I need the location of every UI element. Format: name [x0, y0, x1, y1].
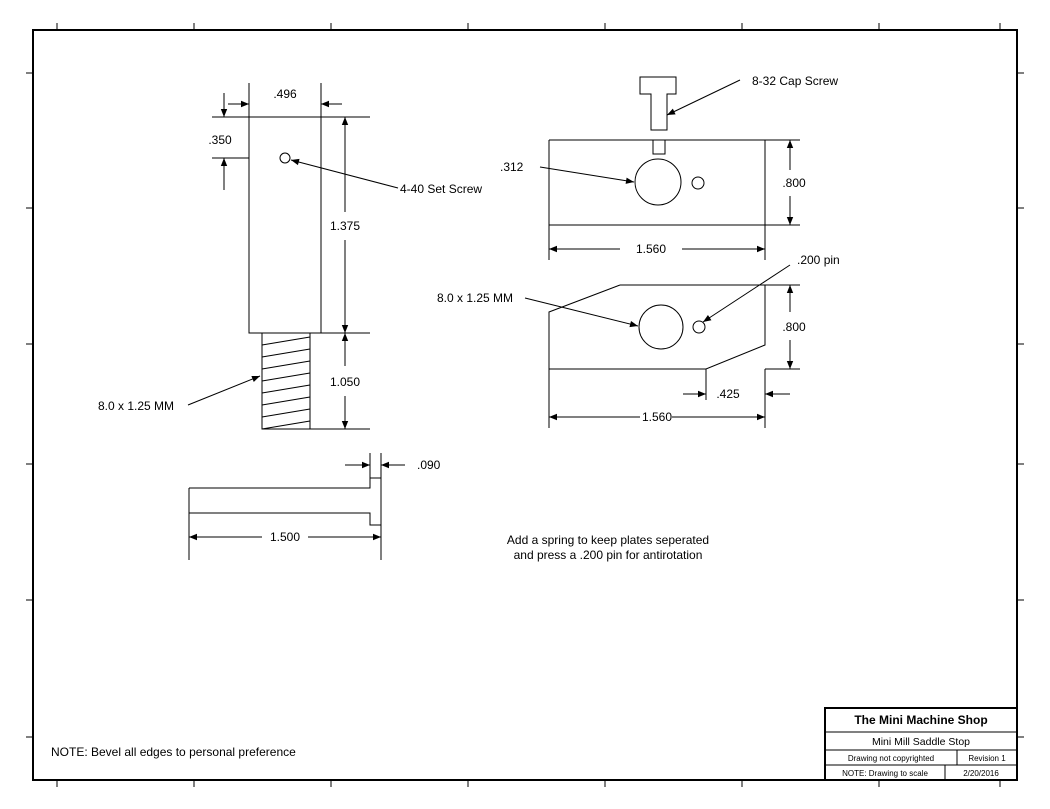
pin-label: .200 pin [797, 253, 840, 267]
part-name: Mini Mill Saddle Stop [872, 736, 970, 748]
scale-note: NOTE: Drawing to scale [842, 769, 928, 778]
drawing-frame [26, 23, 1024, 787]
company-name: The Mini Machine Shop [854, 713, 987, 727]
dim-width: 1.560 [642, 410, 672, 424]
dim-hole-offset: .350 [208, 133, 232, 147]
set-screw-label: 4-40 Set Screw [400, 182, 482, 196]
dim-flange: .090 [417, 458, 441, 472]
title-block: The Mini Machine Shop Mini Mill Saddle S… [824, 707, 1018, 781]
copyright-note: Drawing not copyrighted [848, 754, 934, 763]
side-view-part: .090 1.500 [188, 453, 441, 560]
dim-width: .496 [273, 87, 297, 101]
dim-upper-length: 1.375 [330, 219, 360, 233]
cap-screw-label: 8-32 Cap Screw [752, 74, 838, 88]
upper-plate: 8-32 Cap Screw .312 .800 1.560 [500, 74, 838, 260]
set-screw-hole [279, 152, 291, 164]
dim-width: 1.560 [636, 242, 666, 256]
dim-thread-length: 1.050 [330, 375, 360, 389]
thread-hatching [261, 336, 311, 430]
dim-offset: .425 [716, 387, 740, 401]
dim-hole: .312 [500, 160, 524, 174]
spring-note-line2: and press a .200 pin for antirotation [514, 548, 703, 562]
drawing-date: 2/20/2016 [963, 769, 999, 778]
lower-plate: .200 pin 8.0 x 1.25 MM .800 .425 1.560 [437, 253, 840, 428]
cap-screw [639, 76, 677, 131]
thread-label: 8.0 x 1.25 MM [437, 291, 513, 305]
threaded-stop-part: .496 .350 4-40 Set Screw 1.375 1.050 8.0… [98, 83, 482, 430]
revision: Revision 1 [968, 754, 1006, 763]
thread-label: 8.0 x 1.25 MM [98, 399, 174, 413]
spring-note-line1: Add a spring to keep plates seperated [507, 533, 709, 547]
dim-height: .800 [782, 176, 806, 190]
dim-length: 1.500 [270, 530, 300, 544]
bevel-note: NOTE: Bevel all edges to personal prefer… [51, 745, 296, 759]
dim-height: .800 [782, 320, 806, 334]
